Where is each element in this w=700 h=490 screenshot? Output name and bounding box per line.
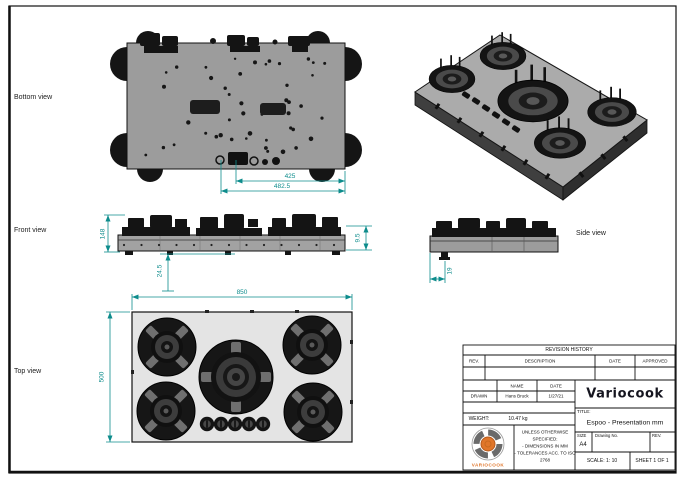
sheet-border xyxy=(8,5,677,474)
tolerance-note-line: 2768 xyxy=(539,457,551,463)
size-label: SIZE xyxy=(577,433,587,438)
name-header: NAME xyxy=(510,383,524,389)
rev-column-header: REV. xyxy=(468,358,480,364)
rev-label: REV. xyxy=(652,433,662,438)
approved-column-header: APPROVED xyxy=(642,358,668,364)
sheet-text: SHEET 1 OF 1 xyxy=(635,458,669,464)
scale-text: SCALE: 1: 10 xyxy=(586,458,618,464)
dim-front-step: 9.5 xyxy=(354,233,362,243)
weight-label: WEIGHT: xyxy=(468,416,490,422)
bottom-view-drawing xyxy=(110,31,362,182)
dim-bottom-outer: 482.5 xyxy=(273,183,291,190)
title-block-grid xyxy=(462,344,676,471)
dim-front-height: 148 xyxy=(99,228,107,240)
front-view-drawing xyxy=(117,214,346,255)
drawn-date: 1/27/21 xyxy=(548,393,564,399)
bottom-view-dimensions xyxy=(220,160,346,194)
dim-side-drop: 19 xyxy=(446,267,454,275)
tolerance-note-line: - DIMENSIONS IN MM xyxy=(522,443,568,449)
tolerance-note-line: SPECIFIED: xyxy=(532,436,558,442)
drawn-label: DRAWN xyxy=(470,393,488,399)
top-view-dimensions xyxy=(106,294,353,443)
dim-front-drop: 24.5 xyxy=(156,264,164,278)
drawing-no-label: Drawing No. xyxy=(595,433,619,438)
front-view-dimensions xyxy=(104,214,372,292)
side-view-drawing xyxy=(429,218,559,260)
date-header: DATE xyxy=(550,383,562,389)
product-name: Variocook xyxy=(586,386,664,402)
size-value: A4 xyxy=(579,442,587,448)
dim-top-depth: 500 xyxy=(98,371,106,383)
side-view-dimensions xyxy=(429,253,446,283)
dim-top-width: 850 xyxy=(236,289,248,296)
drawn-name: Hans Bruck xyxy=(505,393,529,399)
isometric-view-drawing xyxy=(414,31,648,201)
title-label: TITLE: xyxy=(577,409,591,414)
bottom-view-label: Bottom view xyxy=(14,94,53,101)
brand-name: VARIOCOOK xyxy=(471,462,505,468)
date-column-header: DATE xyxy=(609,358,621,364)
top-view-label: Top view xyxy=(14,368,42,375)
company-logo-icon xyxy=(471,427,505,461)
tolerance-note-line: UNLESS OTHERWISE xyxy=(521,429,569,435)
front-view-label: Front view xyxy=(14,227,47,234)
top-view-drawing xyxy=(127,306,353,451)
description-column-header: DESCRIPTION xyxy=(524,358,556,364)
revision-history-title: REVISION HISTORY xyxy=(545,347,593,353)
dim-bottom-inner: 425 xyxy=(284,173,296,180)
weight-value: 10.47 kg xyxy=(508,416,528,422)
tolerance-note-line: - TOLERANCES ACC. TO ISO xyxy=(514,450,576,456)
side-view-label: Side view xyxy=(576,230,606,237)
drawing-title: Espoo - Presentation mm xyxy=(586,419,664,427)
